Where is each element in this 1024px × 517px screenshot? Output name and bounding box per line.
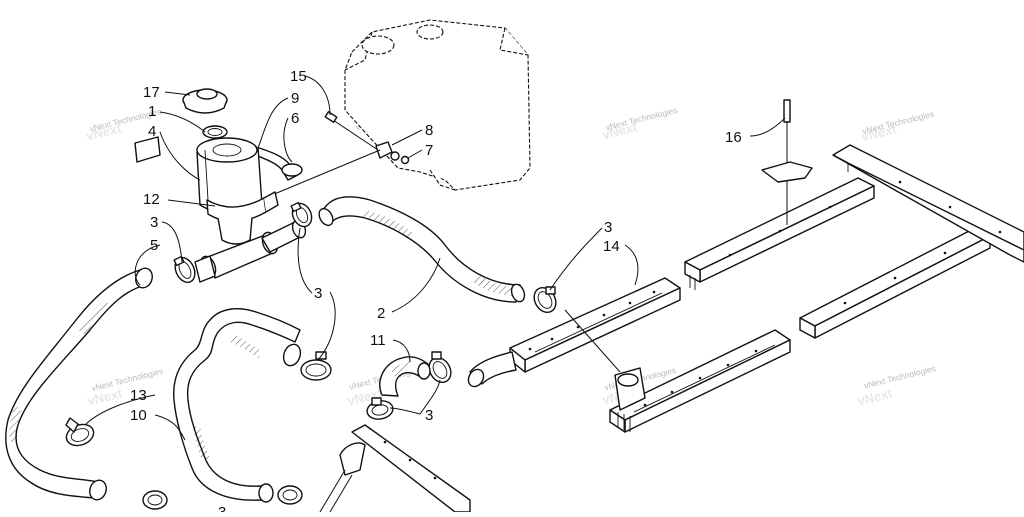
callout-numbers: 17 1 4 12 3 5 15 9 6 8 7 3 2 11 3 3 14 1… bbox=[130, 68, 742, 517]
svg-text:vNext: vNext bbox=[856, 385, 895, 408]
clamp bbox=[277, 485, 303, 505]
lower-frame bbox=[319, 424, 471, 513]
watermark-text: vNext Technologies bbox=[605, 105, 679, 132]
clamp bbox=[65, 417, 95, 447]
clamp bbox=[300, 351, 332, 381]
leader-lines bbox=[84, 75, 786, 441]
callout-2: 2 bbox=[377, 305, 385, 322]
callout-11: 11 bbox=[370, 332, 386, 349]
coolant-reservoir-tank bbox=[344, 19, 531, 191]
bleeder-screw-16 bbox=[761, 99, 813, 225]
hose-5 bbox=[5, 267, 153, 501]
clamp bbox=[533, 286, 557, 314]
hose-clamps bbox=[65, 201, 557, 510]
callout-15: 15 bbox=[290, 68, 307, 85]
clamp bbox=[173, 255, 196, 284]
callout-3: 3 bbox=[218, 504, 226, 512]
callout-5: 5 bbox=[150, 237, 158, 254]
clamp bbox=[290, 201, 313, 228]
clamp bbox=[142, 490, 168, 510]
watermark-text: vNext Technologies bbox=[861, 109, 935, 136]
callout-3: 3 bbox=[425, 407, 433, 424]
heat-exchanger-lower bbox=[609, 329, 791, 433]
hose-10 bbox=[173, 308, 302, 503]
callout-4: 4 bbox=[148, 123, 156, 140]
callout-3: 3 bbox=[604, 219, 612, 236]
watermark-text: vNext Technologies bbox=[90, 366, 164, 393]
callout-13: 13 bbox=[130, 387, 147, 404]
filler-neck-assembly bbox=[134, 88, 307, 283]
watermark-text: vNext Technologies bbox=[863, 363, 937, 390]
callout-12: 12 bbox=[143, 191, 160, 208]
callout-10: 10 bbox=[130, 407, 147, 424]
callout-3: 3 bbox=[314, 285, 322, 302]
hose-2 bbox=[318, 196, 526, 303]
callout-14: 14 bbox=[603, 238, 620, 255]
callout-1: 1 bbox=[148, 103, 156, 120]
callout-17: 17 bbox=[143, 84, 160, 101]
clamp bbox=[428, 351, 452, 384]
heat-exchanger-14 bbox=[467, 277, 681, 388]
callout-7: 7 bbox=[425, 142, 433, 159]
callout-9: 9 bbox=[291, 90, 299, 107]
callout-8: 8 bbox=[425, 122, 433, 139]
heat-exchanger-right bbox=[684, 144, 1024, 339]
callout-6: 6 bbox=[291, 110, 299, 127]
callout-16: 16 bbox=[725, 129, 742, 146]
bracket-and-fasteners bbox=[247, 111, 410, 201]
hose-11 bbox=[379, 356, 431, 397]
callout-3: 3 bbox=[150, 214, 158, 231]
